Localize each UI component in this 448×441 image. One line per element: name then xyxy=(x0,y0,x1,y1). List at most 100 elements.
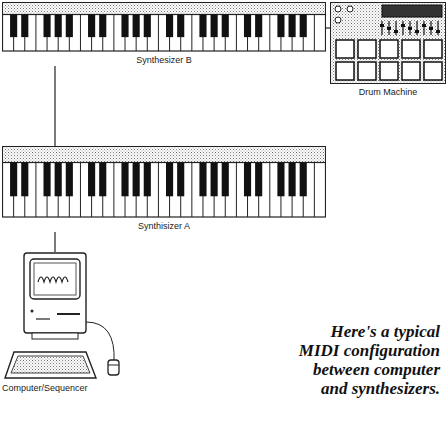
black-key xyxy=(121,15,128,38)
fader xyxy=(423,21,424,35)
black-key xyxy=(43,15,50,38)
screen xyxy=(30,259,80,299)
black-key xyxy=(55,163,62,197)
black-key xyxy=(21,15,28,38)
device-label: Synthisizer A xyxy=(2,221,326,232)
synthesizer: Synthesizer B xyxy=(2,2,326,66)
black-key xyxy=(300,15,307,38)
black-key xyxy=(133,163,140,197)
black-key xyxy=(255,163,262,197)
drum-pad xyxy=(424,40,442,58)
white-key xyxy=(314,15,315,52)
black-key xyxy=(99,163,106,197)
white-key xyxy=(236,15,237,52)
black-key xyxy=(244,163,251,197)
black-key xyxy=(277,163,284,197)
black-key xyxy=(21,163,28,197)
black-key xyxy=(289,15,296,38)
fader xyxy=(402,21,403,35)
drum-body xyxy=(331,3,446,84)
drum-pad xyxy=(424,62,442,80)
drum-pad xyxy=(336,40,354,58)
cable-line xyxy=(54,232,55,252)
black-key xyxy=(144,163,151,197)
synthesizer-drawing xyxy=(2,2,326,52)
drum-pad xyxy=(358,40,376,58)
logo-line xyxy=(36,318,50,319)
drum-pad xyxy=(380,40,398,58)
drum-machine-drawing xyxy=(330,2,446,84)
drum-pad xyxy=(402,62,420,80)
white-key xyxy=(113,163,114,218)
fader-cap xyxy=(408,27,412,30)
white-key xyxy=(191,15,192,52)
black-key xyxy=(177,15,184,38)
cable-line xyxy=(54,66,55,146)
white-key xyxy=(269,15,270,52)
white-key xyxy=(35,15,36,52)
black-key xyxy=(144,15,151,38)
black-key xyxy=(244,15,251,38)
black-key xyxy=(199,163,206,197)
fader-cap xyxy=(422,24,426,27)
white-key xyxy=(158,163,159,218)
cable-line xyxy=(326,27,330,28)
drum-machine: Drum Machine xyxy=(330,2,446,98)
black-key xyxy=(289,163,296,197)
fader-cap xyxy=(380,24,384,27)
fader-cap xyxy=(387,27,391,30)
drum-pad xyxy=(380,62,398,80)
black-key xyxy=(277,15,284,38)
drum-pad xyxy=(336,62,354,80)
synthesizer-drawing xyxy=(2,146,326,218)
white-key xyxy=(80,163,81,218)
screen-inner xyxy=(34,263,76,295)
synthesizer: Synthisizer A xyxy=(2,146,326,232)
black-key xyxy=(66,163,73,197)
fader-cap xyxy=(415,30,419,33)
midi-cable xyxy=(55,66,56,146)
black-key xyxy=(222,163,229,197)
black-key xyxy=(300,163,307,197)
fader-cap xyxy=(401,24,405,27)
white-key xyxy=(314,163,315,218)
black-key xyxy=(121,163,128,197)
control-panel xyxy=(3,147,326,163)
knob xyxy=(347,6,353,12)
white-key xyxy=(80,15,81,52)
computer-body xyxy=(24,253,86,333)
floppy-slot xyxy=(57,313,80,315)
black-key xyxy=(166,163,173,197)
black-key xyxy=(88,15,95,38)
key-bed xyxy=(3,15,326,52)
device-label: Drum Machine xyxy=(330,87,446,98)
drum-pad xyxy=(402,40,420,58)
midi-cable xyxy=(326,28,330,29)
key-bed xyxy=(3,163,326,218)
computer: Computer/Sequencer xyxy=(2,252,132,394)
drum-pad xyxy=(358,62,376,80)
black-key xyxy=(88,163,95,197)
black-key xyxy=(43,163,50,197)
black-key xyxy=(211,15,218,38)
white-key xyxy=(158,15,159,52)
caption-text: Here's a typical MIDI configuration betw… xyxy=(290,322,440,398)
black-key xyxy=(99,15,106,38)
keyboard xyxy=(5,352,96,378)
screen-icon xyxy=(38,277,68,282)
computer-drawing xyxy=(2,252,132,380)
black-key xyxy=(177,163,184,197)
black-key xyxy=(211,163,218,197)
white-key xyxy=(269,163,270,218)
mouse-button xyxy=(108,365,119,366)
control-panel xyxy=(3,3,326,15)
black-key xyxy=(66,15,73,38)
mouse xyxy=(108,360,119,375)
display xyxy=(382,5,442,17)
black-key xyxy=(133,15,140,38)
fader-cap xyxy=(436,30,440,33)
fader xyxy=(381,21,382,35)
knob xyxy=(335,6,341,12)
mouse-cable xyxy=(86,322,114,362)
white-key xyxy=(35,163,36,218)
